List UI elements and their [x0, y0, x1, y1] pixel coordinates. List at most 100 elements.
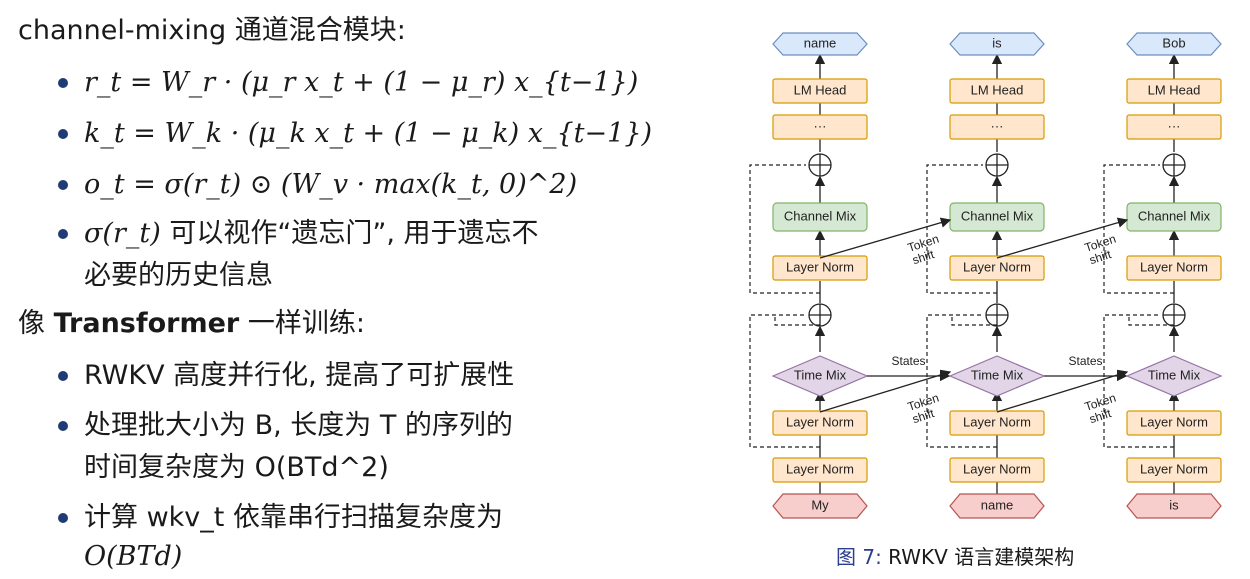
token-shift-arrow	[996, 369, 1129, 413]
lm-head-label: LM Head	[971, 82, 1024, 97]
ellipsis-label: ···	[814, 118, 827, 133]
token-shift-label: shift	[1088, 406, 1114, 426]
lm-head-box	[1126, 78, 1222, 104]
layer-norm-box	[949, 255, 1045, 281]
input-token-label: is	[1169, 497, 1179, 512]
channel-mix-box	[772, 202, 868, 232]
layer-norm-label: Layer Norm	[1140, 461, 1208, 476]
ellipsis-box	[772, 114, 868, 140]
token-shift-arrow	[819, 369, 952, 413]
ellipsis-label: ···	[1168, 118, 1181, 133]
figure-caption-text: RWKV 语言建模架构	[881, 545, 1075, 569]
bullet-dot	[58, 129, 68, 139]
formula-o: o_t = σ(r_t) ⊙ (W_v · max(k_t, 0)^2)	[84, 169, 578, 200]
input-token-label: name	[981, 497, 1014, 512]
time-mix-label: Time Mix	[971, 367, 1024, 382]
layer-norm-label: Layer Norm	[1140, 414, 1208, 429]
lm-head-box	[772, 78, 868, 104]
heading-transformer: 像 Transformer 一样训练:	[18, 307, 365, 341]
figure-number: 图 7:	[836, 545, 882, 569]
wkv-text-line2: O(BTd)	[84, 541, 183, 572]
residual-loop	[749, 314, 820, 448]
heading2-pre: 像	[18, 308, 54, 339]
residual-loop	[926, 164, 997, 294]
wkv-text-line1: 计算 wkv_t 依靠串行扫描复杂度为	[84, 502, 503, 533]
lm-head-label: LM Head	[1148, 82, 1201, 97]
forget-gate-line2: 必要的历史信息	[84, 260, 273, 291]
heading2-post: 一样训练:	[239, 308, 365, 339]
layer-norm-label: Layer Norm	[963, 461, 1031, 476]
layer-norm-label: Layer Norm	[786, 461, 854, 476]
layer-norm-box	[1126, 255, 1222, 281]
ellipsis-label: ···	[991, 118, 1004, 133]
token-shift-label: shift	[911, 247, 937, 267]
input-token	[1126, 493, 1222, 519]
time-mix-diamond	[1125, 355, 1223, 397]
layer-norm-box	[1126, 457, 1222, 483]
layer-norm-label: Layer Norm	[786, 414, 854, 429]
channel-mix-label: Channel Mix	[784, 208, 857, 223]
residual-loop	[1103, 314, 1174, 448]
time-mix-label: Time Mix	[794, 367, 847, 382]
output-token	[1126, 32, 1222, 56]
layer-norm-box	[772, 457, 868, 483]
output-token	[949, 32, 1045, 56]
input-token	[949, 493, 1045, 519]
channel-mix-label: Channel Mix	[1138, 208, 1211, 223]
slide-text: channel-mixing 通道混合模块: r_t = W_r · (μ_r …	[18, 15, 653, 572]
residual-loop	[926, 314, 997, 448]
channel-mix-box	[949, 202, 1045, 232]
residual-loop	[749, 164, 820, 294]
forget-gate-line1: σ(r_t) 可以视作“遗忘门”, 用于遗忘不	[84, 217, 539, 251]
residual-loop-top	[774, 315, 820, 326]
residual-loop-top	[951, 315, 997, 326]
bullet-dot	[58, 229, 68, 239]
output-token-label: name	[804, 35, 837, 50]
bullet-dot	[58, 421, 68, 431]
bullet-dot	[58, 180, 68, 190]
output-token-label: Bob	[1162, 35, 1185, 50]
figure-caption: 图 7: RWKV 语言建模架构	[836, 541, 1074, 570]
layer-norm-label: Layer Norm	[963, 259, 1031, 274]
batch-text-line2: 时间复杂度为 O(BTd^2)	[84, 452, 389, 483]
lm-head-box	[949, 78, 1045, 104]
layer-norm-box	[1126, 410, 1222, 436]
sigma-r: σ(r_t)	[84, 218, 161, 249]
heading-channel-mixing: channel-mixing 通道混合模块:	[18, 15, 406, 46]
residual-loop	[1103, 164, 1174, 294]
token-shift-arrow	[996, 217, 1129, 259]
token-shift-label: shift	[1088, 247, 1114, 267]
output-token	[772, 32, 868, 56]
residual-loop-top	[1128, 315, 1174, 326]
parallel-text: RWKV 高度并行化, 提高了可扩展性	[84, 360, 515, 391]
states-label: States	[891, 354, 925, 368]
input-token-label: My	[811, 497, 829, 512]
bullet-dot	[58, 513, 68, 523]
layer-norm-box	[772, 255, 868, 281]
bullet-dot	[58, 78, 68, 88]
input-token	[772, 493, 868, 519]
layer-norm-box	[772, 410, 868, 436]
ellipsis-box	[1126, 114, 1222, 140]
token-shift-arrow	[819, 217, 952, 259]
layer-norm-label: Layer Norm	[1140, 259, 1208, 274]
ellipsis-box	[949, 114, 1045, 140]
formula-k: k_t = W_k · (μ_k x_t + (1 − μ_k) x_{t−1}…	[84, 118, 653, 149]
formula-r: r_t = W_r · (μ_r x_t + (1 − μ_r) x_{t−1}…	[84, 67, 639, 98]
forget-gate-text: 可以视作“遗忘门”, 用于遗忘不	[160, 218, 539, 249]
lm-head-label: LM Head	[794, 82, 847, 97]
layer-norm-label: Layer Norm	[963, 414, 1031, 429]
heading2-bold: Transformer	[53, 308, 240, 339]
batch-text-line1: 处理批大小为 B, 长度为 T 的序列的	[84, 410, 513, 441]
token-shift-label: shift	[911, 406, 937, 426]
layer-norm-box	[949, 410, 1045, 436]
layer-norm-box	[949, 457, 1045, 483]
states-label: States	[1068, 354, 1102, 368]
layer-norm-label: Layer Norm	[786, 259, 854, 274]
channel-mix-label: Channel Mix	[961, 208, 1034, 223]
bullet-dot	[58, 371, 68, 381]
output-token-label: is	[992, 35, 1002, 50]
channel-mix-box	[1126, 202, 1222, 232]
